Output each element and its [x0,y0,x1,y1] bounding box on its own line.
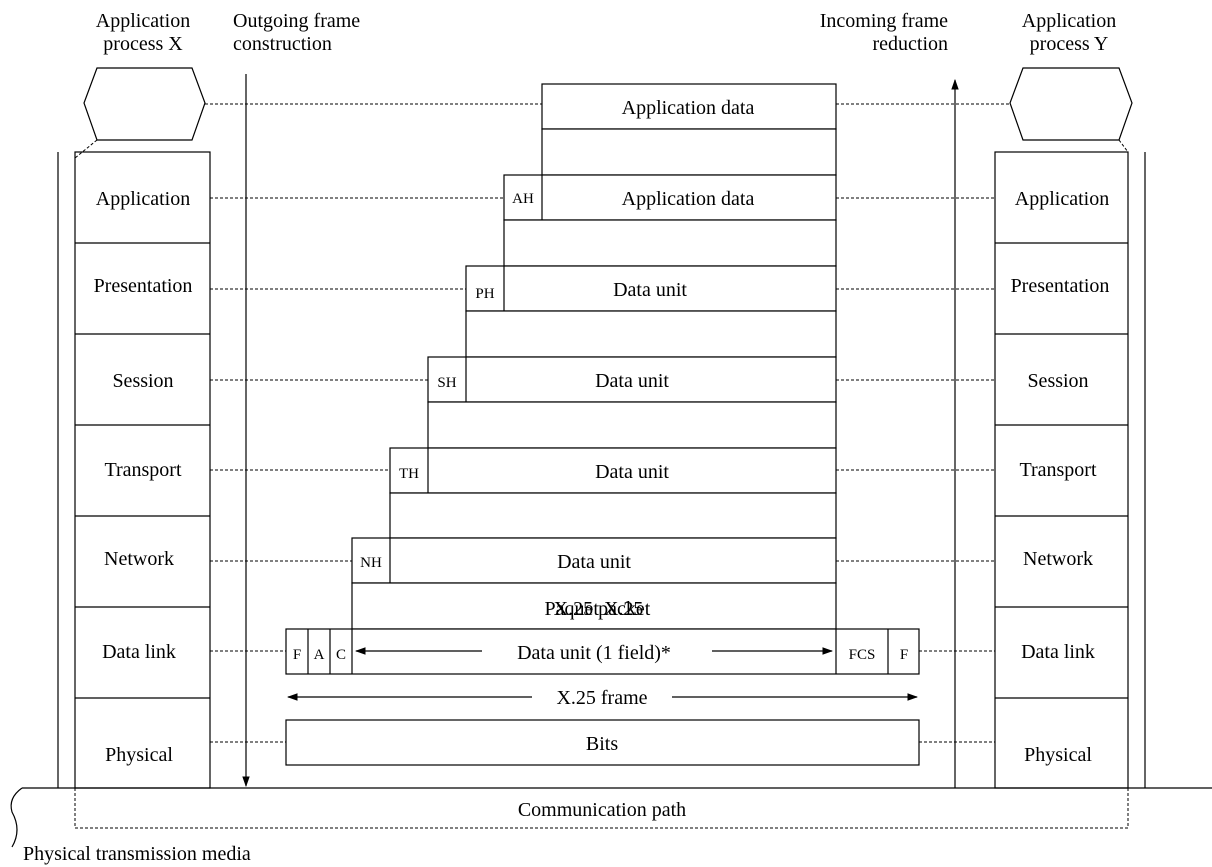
layer-x-application: Application [96,188,190,210]
data-unit-one-field: Data unit (1 field)* [517,642,671,664]
x25-frame-label: X.25 frame [556,687,647,709]
outgoing-label-2: construction [233,33,332,55]
th-header: TH [399,466,419,482]
application-data-top: Application data [622,97,755,119]
control-field: C [336,647,346,663]
media-brace [10,787,23,848]
layer-stack-y [994,151,1146,789]
flag-start: F [293,647,301,663]
layer-x-data-link: Data link [102,641,176,663]
ph-header: PH [475,286,494,302]
data-unit-transport: Data unit [595,461,669,483]
app-process-x-label-1: Application [96,10,190,32]
ah-header: AH [512,191,534,207]
app-process-x-label-2: process X [103,33,183,55]
app-process-y-label-2: process Y [1030,33,1109,55]
nh-header: NH [360,555,382,571]
app-process-y-label-1: Application [1022,10,1116,32]
sh-header: SH [437,375,456,391]
data-unit-session: Data unit [595,370,669,392]
address-field: A [314,647,325,663]
layer-y-session: Session [1027,370,1088,392]
communication-path-label: Communication path [518,799,686,821]
app-process-y-shape [1009,67,1133,141]
incoming-label-2: reduction [872,33,948,55]
bits-label: Bits [586,733,618,755]
layer-y-data-link: Data link [1021,641,1095,663]
peer-dashed-lines [74,103,1129,829]
app-process-x-shape [83,67,206,141]
layer-y-physical: Physical [1024,744,1092,766]
physical-media-label: Physical transmission media [23,843,251,865]
layer-x-network: Network [104,548,174,570]
incoming-label-1: Incoming frame [820,10,948,32]
layer-x-transport: Transport [104,459,181,481]
data-unit-network: Data unit [557,551,631,573]
data-unit-presentation: Data unit [613,279,687,301]
packet-overlay-label: X.25 packet [554,598,651,620]
application-data: Application data [622,188,755,210]
flag-end: F [900,647,908,663]
layer-y-presentation: Presentation [1011,275,1110,297]
layer-x-session: Session [112,370,173,392]
layer-y-transport: Transport [1019,459,1096,481]
layer-x-presentation: Presentation [94,275,193,297]
packet-label: Paquet X.25 [545,598,644,620]
outgoing-label-1: Outgoing frame [233,10,360,32]
fcs-field: FCS [849,647,876,663]
layer-x-physical: Physical [105,744,173,766]
layer-y-application: Application [1015,188,1109,210]
layer-y-network: Network [1023,548,1093,570]
